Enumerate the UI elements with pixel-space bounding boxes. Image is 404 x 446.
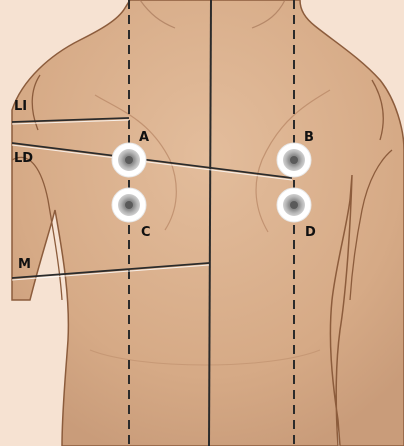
label-ld: LD — [14, 151, 33, 166]
electrode-c — [112, 188, 146, 222]
label-d: D — [305, 225, 316, 240]
label-b: B — [304, 130, 314, 145]
label-a: A — [139, 130, 149, 145]
electrode-d — [277, 188, 311, 222]
label-c: C — [141, 225, 151, 240]
label-li: LI — [14, 99, 27, 114]
label-m: M — [18, 257, 31, 272]
electrode-b — [277, 143, 311, 177]
electrode-a — [112, 143, 146, 177]
back-silhouette — [12, 0, 404, 446]
